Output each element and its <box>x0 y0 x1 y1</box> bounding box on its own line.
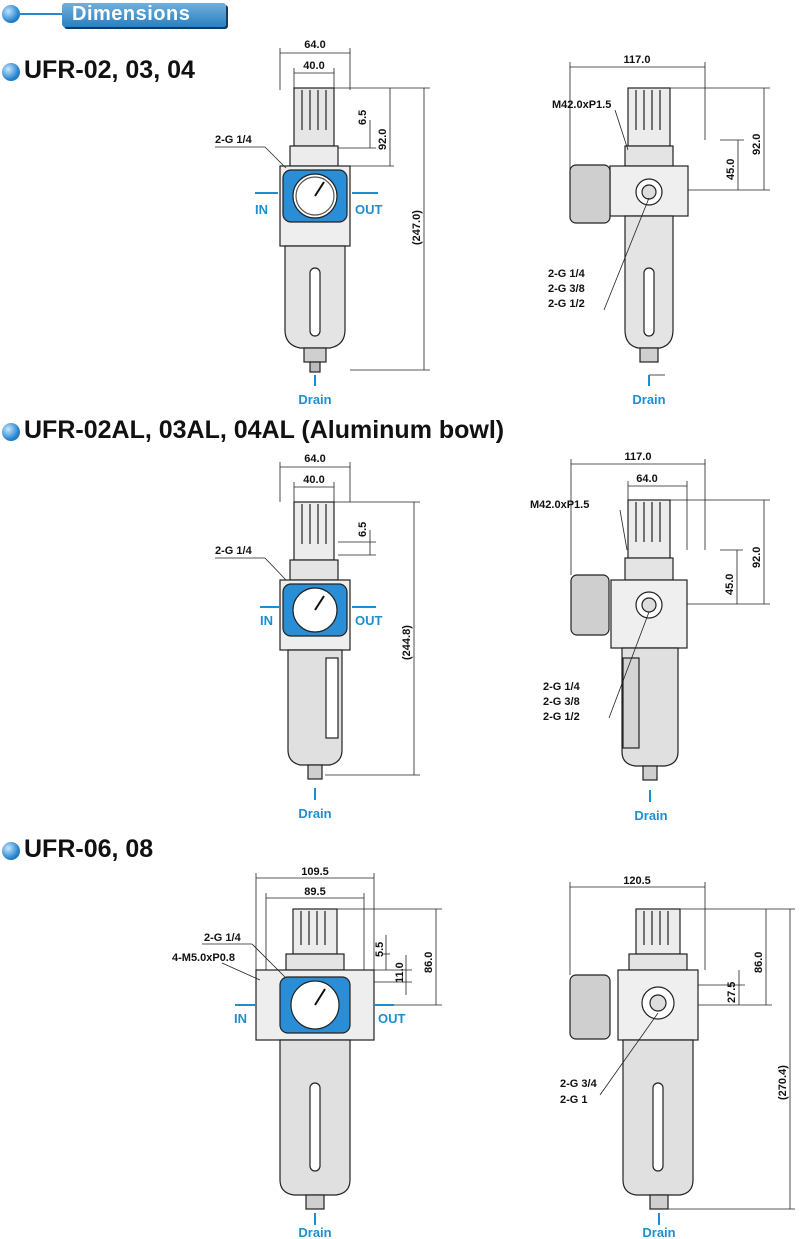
header-tab <box>62 3 226 27</box>
fig1-out-label: OUT <box>355 202 383 217</box>
fig2-side-port-1: 2-G 1/4 <box>543 681 581 693</box>
fig1-front-drawing: 64.0 40.0 6.5 92.0 (247.0) 2-G 1/4 IN OU… <box>215 39 430 407</box>
fig1-side-h-mid: 92.0 <box>751 134 763 155</box>
fig2-side-h-mid: 92.0 <box>751 547 763 568</box>
fig2-front-h-small: 6.5 <box>357 522 369 537</box>
fig1-front-w-inner: 40.0 <box>303 60 324 72</box>
fig2-front-gauge-port: 2-G 1/4 <box>215 545 253 557</box>
fig1-side-drain-label: Drain <box>632 392 665 407</box>
fig3-front-w-outer: 109.5 <box>301 866 329 878</box>
fig2-side-w-inner: 64.0 <box>636 473 657 485</box>
fig1-side-thread: M42.0xP1.5 <box>552 99 611 111</box>
fig3-side-port-2: 2-G 1 <box>560 1094 588 1106</box>
header-line <box>18 13 64 15</box>
fig3-front-drawing: 109.5 89.5 5.5 11.0 86.0 2-G 1/4 4-M5.0x… <box>172 866 442 1239</box>
fig2-drain-label: Drain <box>298 806 331 821</box>
fig2-side-thread: M42.0xP1.5 <box>530 499 589 511</box>
fig2-side-width: 117.0 <box>625 451 652 463</box>
fig3-out-label: OUT <box>378 1011 406 1026</box>
fig3-front-h-small: 5.5 <box>374 942 386 957</box>
fig3-front-mount: 4-M5.0xP0.8 <box>172 952 235 964</box>
fig1-side-width: 117.0 <box>624 54 651 66</box>
fig2-side-port-2: 2-G 3/8 <box>543 696 580 708</box>
header-bullet-icon <box>2 5 20 23</box>
fig3-side-width: 120.5 <box>623 875 651 887</box>
fig2-side-port-3: 2-G 1/2 <box>543 711 580 723</box>
fig2-side-drain-label: Drain <box>634 808 667 823</box>
fig3-in-label: IN <box>234 1011 247 1026</box>
section-bullet-icon <box>2 423 20 441</box>
fig1-front-h-mid: 92.0 <box>377 129 389 150</box>
fig1-front-gauge-port: 2-G 1/4 <box>215 134 253 146</box>
fig1-side-port-3: 2-G 1/2 <box>548 298 585 310</box>
fig3-side-drawing: 120.5 86.0 27.5 (270.4) 2-G 3/4 2-G 1 Dr… <box>560 875 795 1239</box>
section-bullet-icon <box>2 63 20 81</box>
section-title-ufr-06: UFR-06, 08 <box>24 835 154 863</box>
fig3-front-gauge-port: 2-G 1/4 <box>204 932 242 944</box>
section-title-ufr-02: UFR-02, 03, 04 <box>24 56 195 84</box>
fig3-front-h-11: 11.0 <box>394 962 406 983</box>
fig3-side-h-total: (270.4) <box>777 1065 789 1100</box>
fig2-side-drawing: 117.0 64.0 M42.0xP1.5 92.0 45.0 2-G 1/4 … <box>530 451 770 823</box>
dimensions-header: Dimensions <box>0 0 230 30</box>
fig1-side-h-small: 45.0 <box>725 159 737 180</box>
fig3-side-h-mid: 86.0 <box>753 952 765 973</box>
fig1-side-drawing: 117.0 M42.0xP1.5 92.0 45.0 2-G 1/4 2-G 3… <box>548 54 770 407</box>
fig2-out-label: OUT <box>355 613 383 628</box>
fig1-side-port-2: 2-G 3/8 <box>548 283 585 295</box>
fig3-side-port-1: 2-G 3/4 <box>560 1078 598 1090</box>
section-title-ufr-02al: UFR-02AL, 03AL, 04AL (Aluminum bowl) <box>24 416 505 444</box>
fig1-drain-label: Drain <box>298 392 331 407</box>
fig3-side-h-small: 27.5 <box>726 982 738 1003</box>
fig2-front-drawing: 64.0 40.0 6.5 (244.8) 2-G 1/4 IN OUT Dra… <box>215 453 420 821</box>
fig1-in-label: IN <box>255 202 268 217</box>
fig3-front-h-mid: 86.0 <box>423 952 435 973</box>
fig2-side-h-small: 45.0 <box>724 574 736 595</box>
fig1-front-h-small: 6.5 <box>357 110 369 125</box>
header-title: Dimensions <box>72 3 191 25</box>
section-bullet-icon <box>2 842 20 860</box>
fig2-in-label: IN <box>260 613 273 628</box>
fig1-side-port-1: 2-G 1/4 <box>548 268 586 280</box>
fig3-side-drain-label: Drain <box>642 1225 675 1239</box>
fig2-front-w-outer: 64.0 <box>304 453 325 465</box>
fig3-drain-label: Drain <box>298 1225 331 1239</box>
fig3-front-w-inner: 89.5 <box>304 886 325 898</box>
fig2-front-w-inner: 40.0 <box>303 474 324 486</box>
fig1-front-h-total: (247.0) <box>411 210 423 245</box>
fig2-front-h-total: (244.8) <box>401 625 413 660</box>
fig1-front-w-outer: 64.0 <box>304 39 325 51</box>
